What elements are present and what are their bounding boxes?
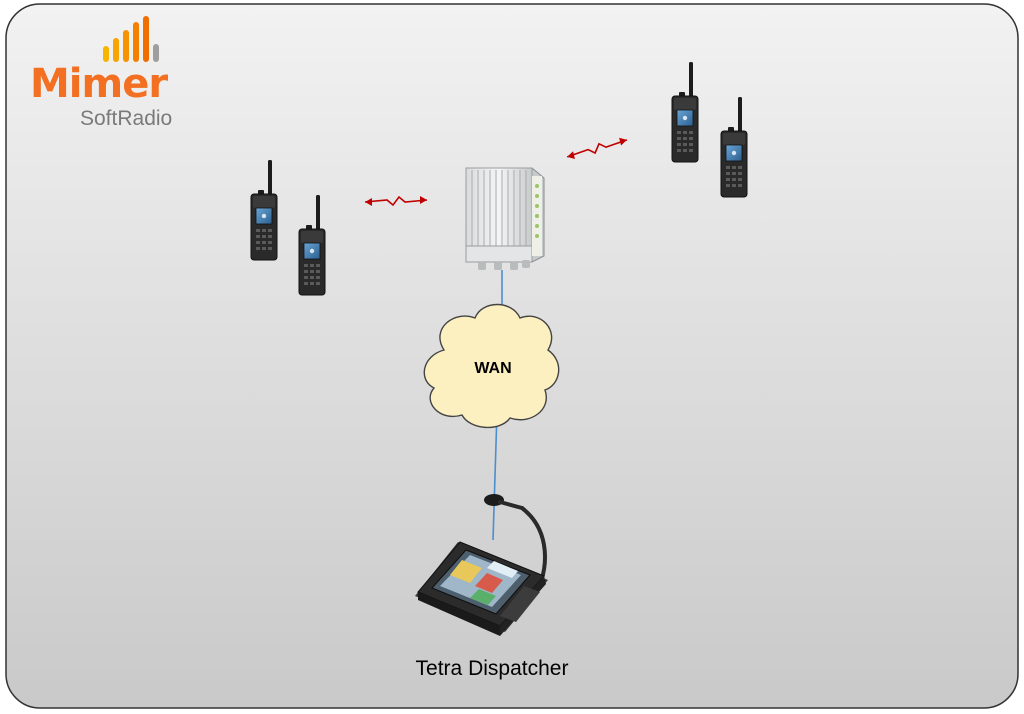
logo-name: Mimer bbox=[30, 61, 168, 107]
wan-label: WAN bbox=[474, 360, 512, 377]
mimer-logo-bars bbox=[103, 16, 159, 62]
dispatcher-console-icon bbox=[415, 494, 548, 636]
link-wan-dispatcher bbox=[492, 411, 498, 541]
logo-subtitle: SoftRadio bbox=[80, 107, 173, 130]
base-station-icon bbox=[465, 167, 545, 270]
wan-cloud-icon bbox=[423, 303, 560, 429]
dispatcher-caption: Tetra Dispatcher bbox=[415, 657, 569, 680]
